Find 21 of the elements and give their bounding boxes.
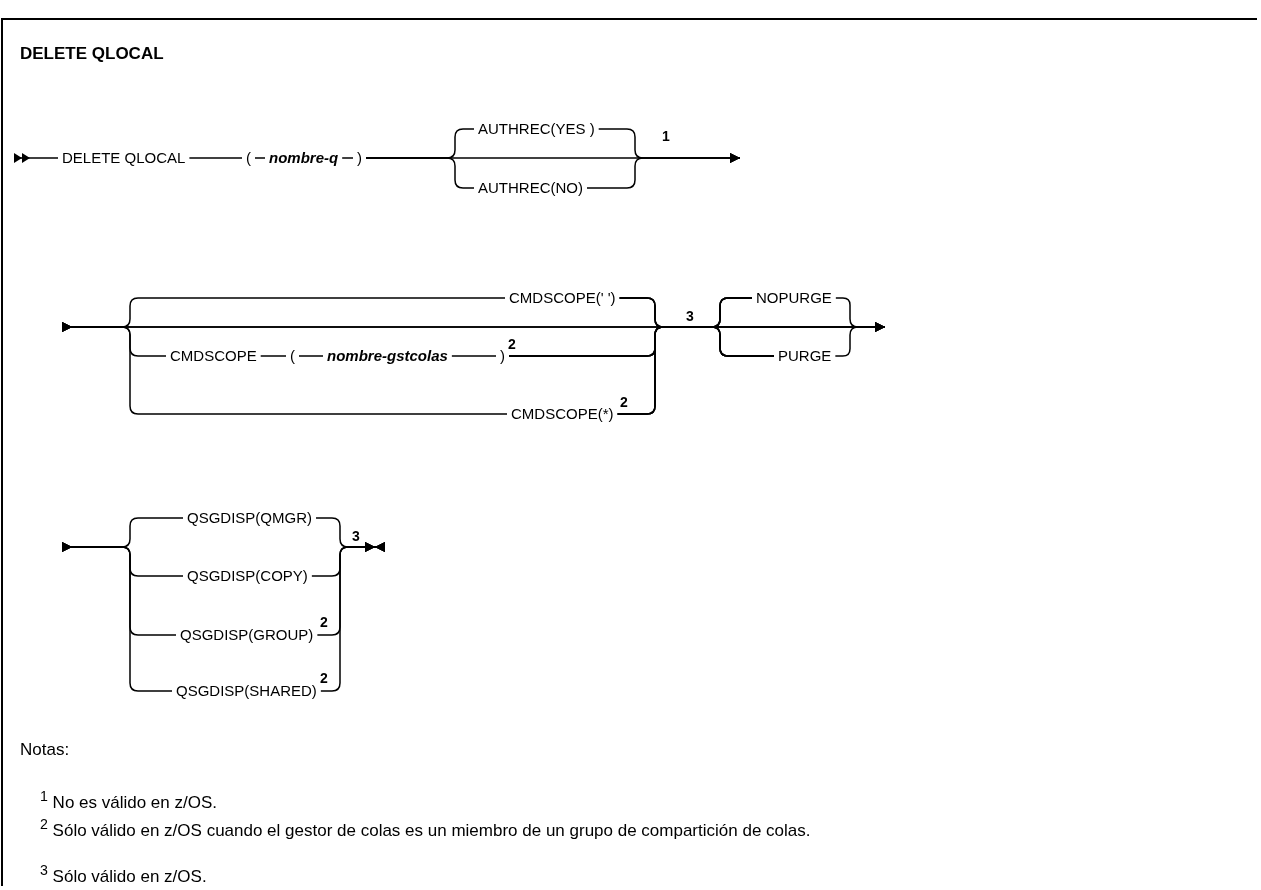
syntax-line bbox=[188, 157, 243, 159]
syntax-line bbox=[259, 355, 287, 357]
note-text: Notas: bbox=[20, 740, 70, 760]
syntax-arrow bbox=[834, 322, 886, 357]
note-text: $^{1}$ No es válido en z/OS. bbox=[40, 788, 217, 813]
footnote-number: 2 bbox=[320, 614, 328, 630]
syntax-line bbox=[451, 355, 497, 357]
footnote-number: 1 bbox=[662, 128, 670, 144]
footnote-number: 2 bbox=[620, 394, 628, 410]
syntax-line bbox=[341, 157, 354, 159]
note-text: $^{3}$ Sólo válido en z/OS. bbox=[40, 862, 207, 887]
syntax-arrow bbox=[61, 542, 173, 692]
footnote-number: 3 bbox=[352, 528, 360, 544]
footnote-number: 2 bbox=[508, 336, 516, 352]
syntax-line bbox=[298, 355, 324, 357]
note-text: $^{2}$ Sólo válido en z/OS cuando el gestor de colas es un miembro de un grupo de compartición de colas. bbox=[40, 815, 812, 842]
diagram-title: DELETE QLOCAL bbox=[20, 44, 164, 64]
footnote-number: 2 bbox=[320, 670, 328, 686]
footnote-number: 3 bbox=[686, 308, 694, 324]
syntax-line bbox=[254, 157, 266, 159]
syntax-arrow bbox=[586, 153, 741, 189]
